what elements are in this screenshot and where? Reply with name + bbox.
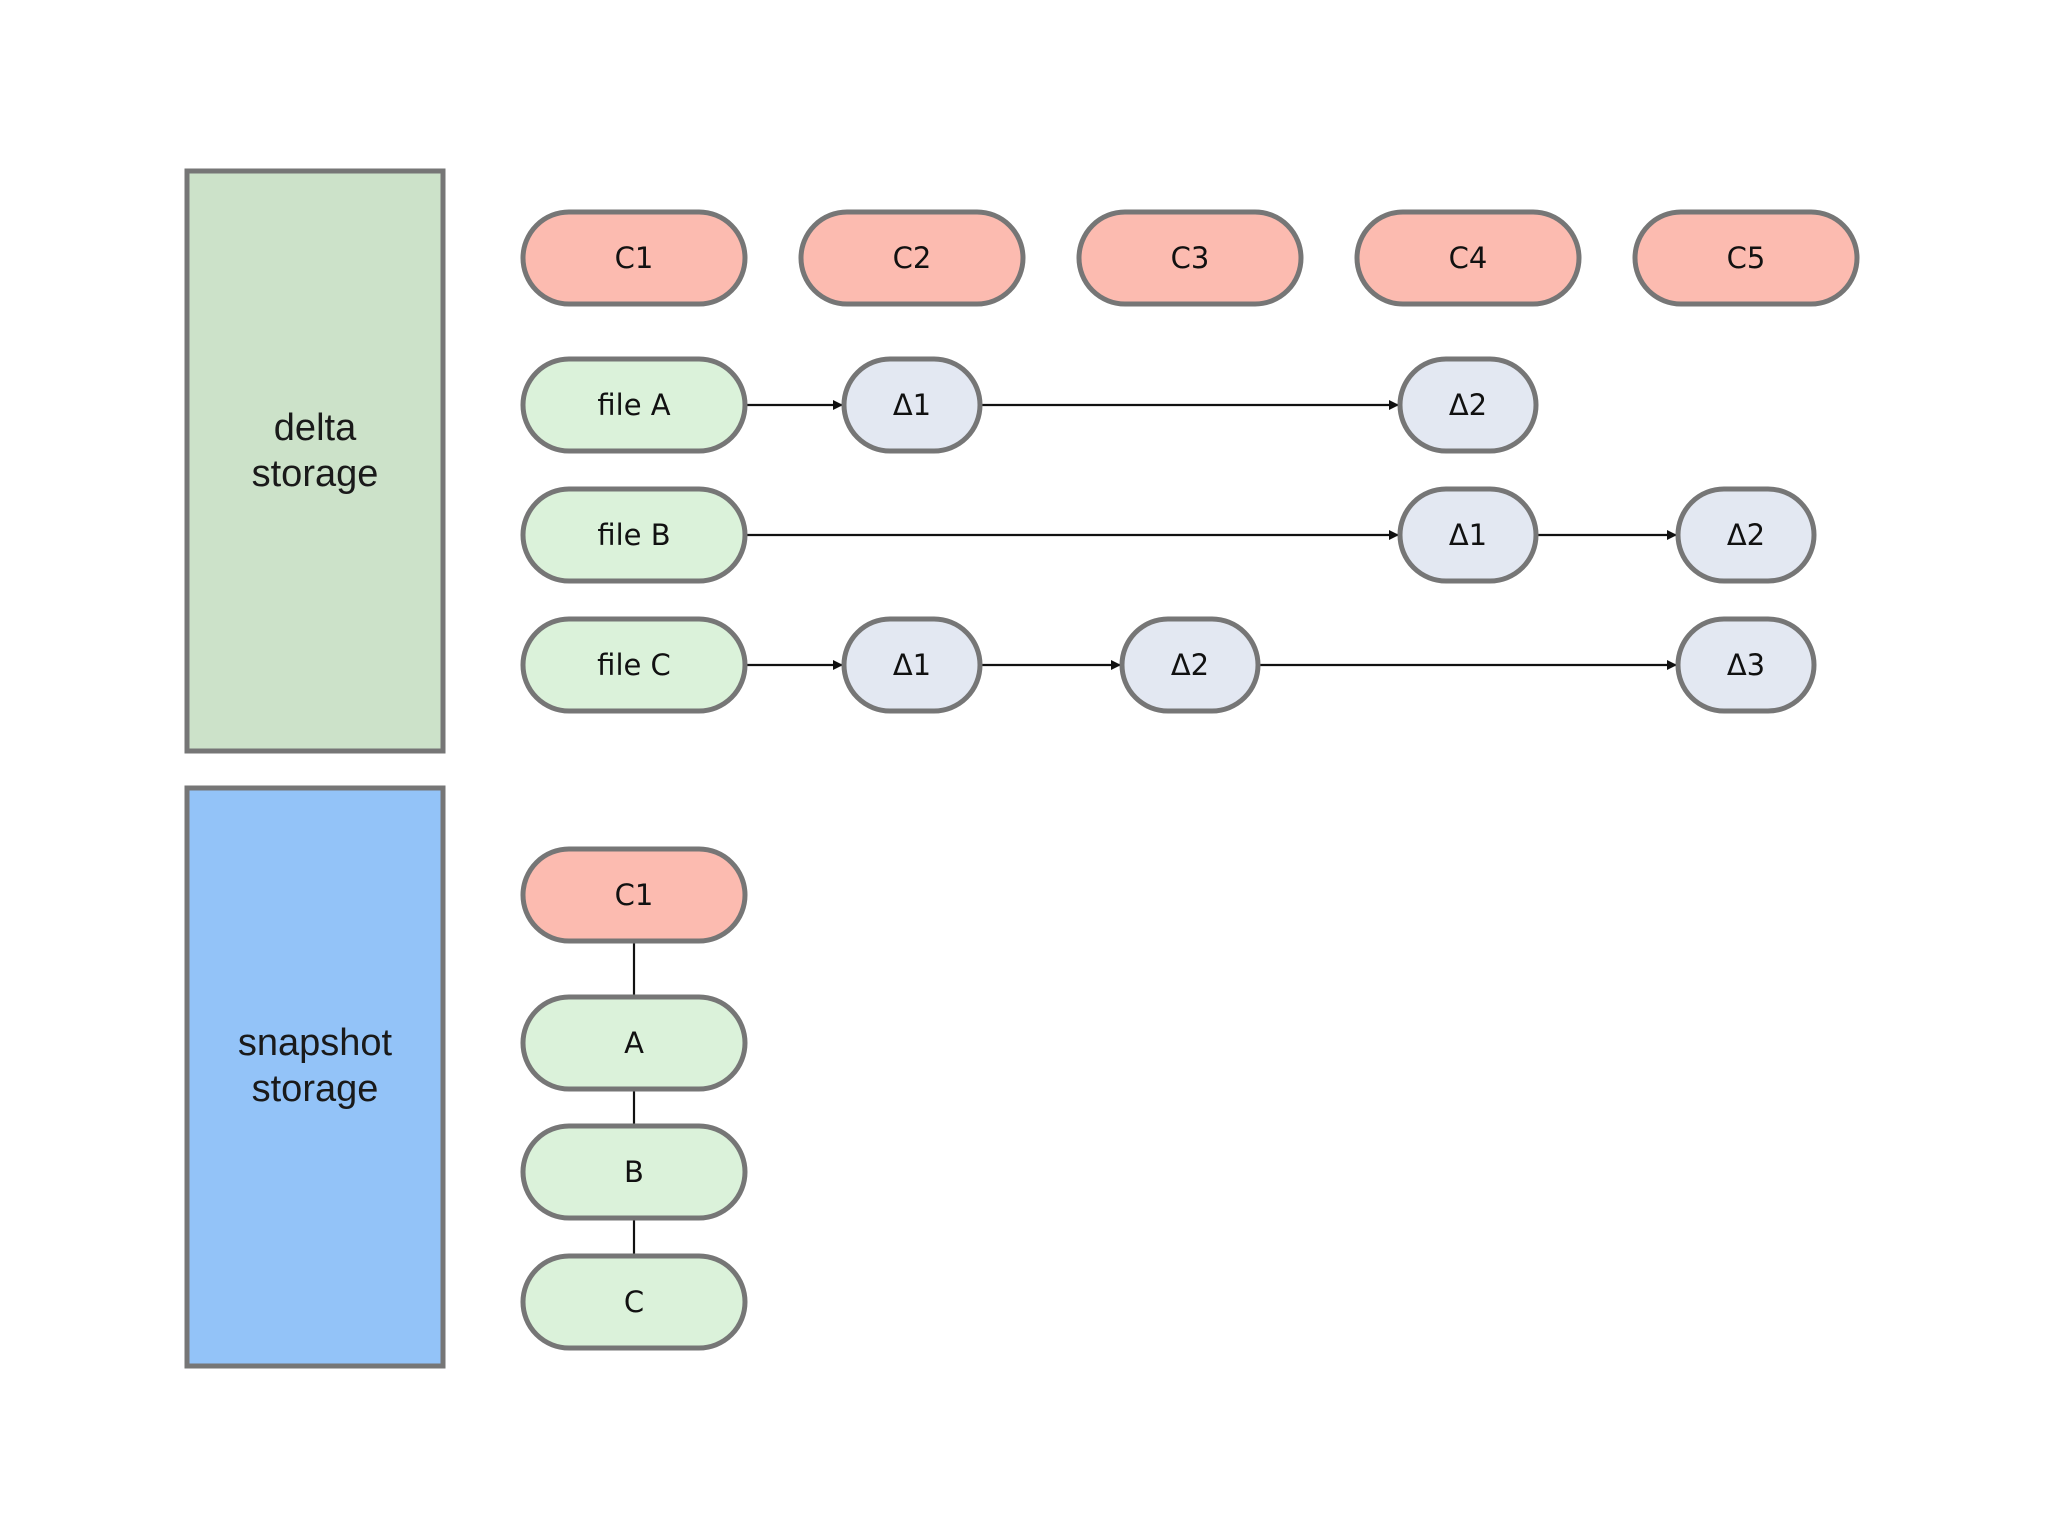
file-c-delta-3-shape [1675, 616, 1817, 714]
file-c-node: file C [520, 616, 748, 714]
snapshot-file-c: C [520, 1253, 748, 1351]
file-c-node-label: file C [597, 648, 671, 682]
file-c-delta-3-label: Δ3 [1727, 648, 1765, 682]
file-b-node-shape [520, 486, 748, 584]
snapshot-file-a-label: A [624, 1026, 644, 1060]
file-b-delta-1: Δ1 [1397, 486, 1539, 584]
delta-storage-panel [184, 168, 446, 754]
commit-node-c4: C4 [1354, 209, 1582, 307]
snapshot-storage-label-line1: snapshot [238, 1022, 393, 1064]
file-a-delta-1-shape [841, 356, 983, 454]
commit-node-c2-shape [798, 209, 1026, 307]
snapshot-file-a: A [520, 994, 748, 1092]
file-a-delta-1-label: Δ1 [893, 388, 931, 422]
commit-node-c4-label: C4 [1449, 241, 1488, 275]
file-a-node: file A [520, 356, 748, 454]
file-c-delta-2-shape [1119, 616, 1261, 714]
file-a-delta-2: Δ2 [1397, 356, 1539, 454]
file-b-delta-1-label: Δ1 [1449, 518, 1487, 552]
snapshot-file-c-shape [520, 1253, 748, 1351]
commit-node-c5-label: C5 [1727, 241, 1766, 275]
commit-node-c2-label: C2 [893, 241, 932, 275]
file-a-node-label: file A [597, 388, 670, 422]
file-b-delta-2-label: Δ2 [1727, 518, 1765, 552]
file-b-delta-2: Δ2 [1675, 486, 1817, 584]
delta-storage-label-line2: storage [252, 453, 379, 495]
file-a-delta-2-shape [1397, 356, 1539, 454]
file-c-delta-1-shape [841, 616, 983, 714]
commit-node-c3: C3 [1076, 209, 1304, 307]
file-c-node-shape [520, 616, 748, 714]
commit-node-c1: C1 [520, 209, 748, 307]
commit-node-c5: C5 [1632, 209, 1860, 307]
connectors-layer [632, 400, 1677, 1256]
file-b-delta-1-shape [1397, 486, 1539, 584]
file-b-node: file B [520, 486, 748, 584]
file-b-delta-2-shape [1675, 486, 1817, 584]
file-a-node-shape [520, 356, 748, 454]
snapshot-commit-node-shape [520, 846, 748, 944]
snapshot-file-a-shape [520, 994, 748, 1092]
file-c-delta-1: Δ1 [841, 616, 983, 714]
snapshot-file-b: B [520, 1123, 748, 1221]
file-a-delta-1: Δ1 [841, 356, 983, 454]
snapshot-file-c-label: C [624, 1285, 644, 1319]
snapshot-commit-node-label: C1 [615, 878, 654, 912]
snapshot-file-b-shape [520, 1123, 748, 1221]
commit-node-c3-label: C3 [1171, 241, 1210, 275]
delta-storage-label-line1: delta [274, 407, 357, 449]
file-c-delta-2-label: Δ2 [1171, 648, 1209, 682]
file-b-node-label: file B [597, 518, 670, 552]
snapshot-commit-node: C1 [520, 846, 748, 944]
commit-node-c4-shape [1354, 209, 1582, 307]
file-c-delta-2: Δ2 [1119, 616, 1261, 714]
commit-node-c3-shape [1076, 209, 1304, 307]
file-c-delta-3: Δ3 [1675, 616, 1817, 714]
file-a-delta-2-label: Δ2 [1449, 388, 1487, 422]
file-c-delta-1-label: Δ1 [893, 648, 931, 682]
snapshot-file-b-label: B [624, 1155, 644, 1189]
snapshot-storage-panel [184, 785, 446, 1369]
commit-node-c2: C2 [798, 209, 1026, 307]
commit-node-c1-shape [520, 209, 748, 307]
commit-node-c5-shape [1632, 209, 1860, 307]
snapshot-storage-label-line2: storage [252, 1068, 379, 1110]
commit-node-c1-label: C1 [615, 241, 654, 275]
